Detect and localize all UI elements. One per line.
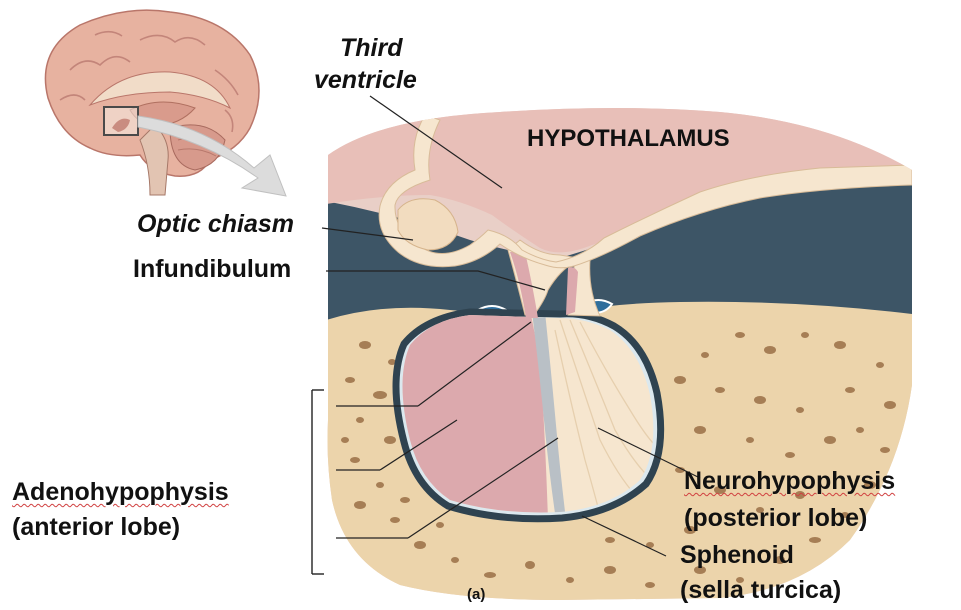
- label-third-ventricle-line1: Third: [340, 34, 403, 62]
- label-neurohypophysis-line2: (posterior lobe): [684, 504, 867, 532]
- label-sphenoid-line1: Sphenoid: [680, 541, 794, 569]
- label-sphenoid-line2: (sella turcica): [680, 576, 841, 604]
- label-infundibulum: Infundibulum: [133, 255, 291, 283]
- adenohypophysis-bracket: [312, 390, 324, 574]
- panel-label: (a): [467, 587, 485, 604]
- label-neurohypophysis-line1: Neurohypophysis: [684, 467, 895, 495]
- label-third-ventricle-line2: ventricle: [314, 66, 417, 94]
- label-adenohypophysis-line1: Adenohypophysis: [12, 478, 229, 506]
- label-adenohypophysis-line2: (anterior lobe): [12, 513, 180, 541]
- brain-inset: [45, 10, 259, 195]
- label-optic-chiasm: Optic chiasm: [137, 210, 294, 238]
- label-hypothalamus: HYPOTHALAMUS: [527, 126, 730, 153]
